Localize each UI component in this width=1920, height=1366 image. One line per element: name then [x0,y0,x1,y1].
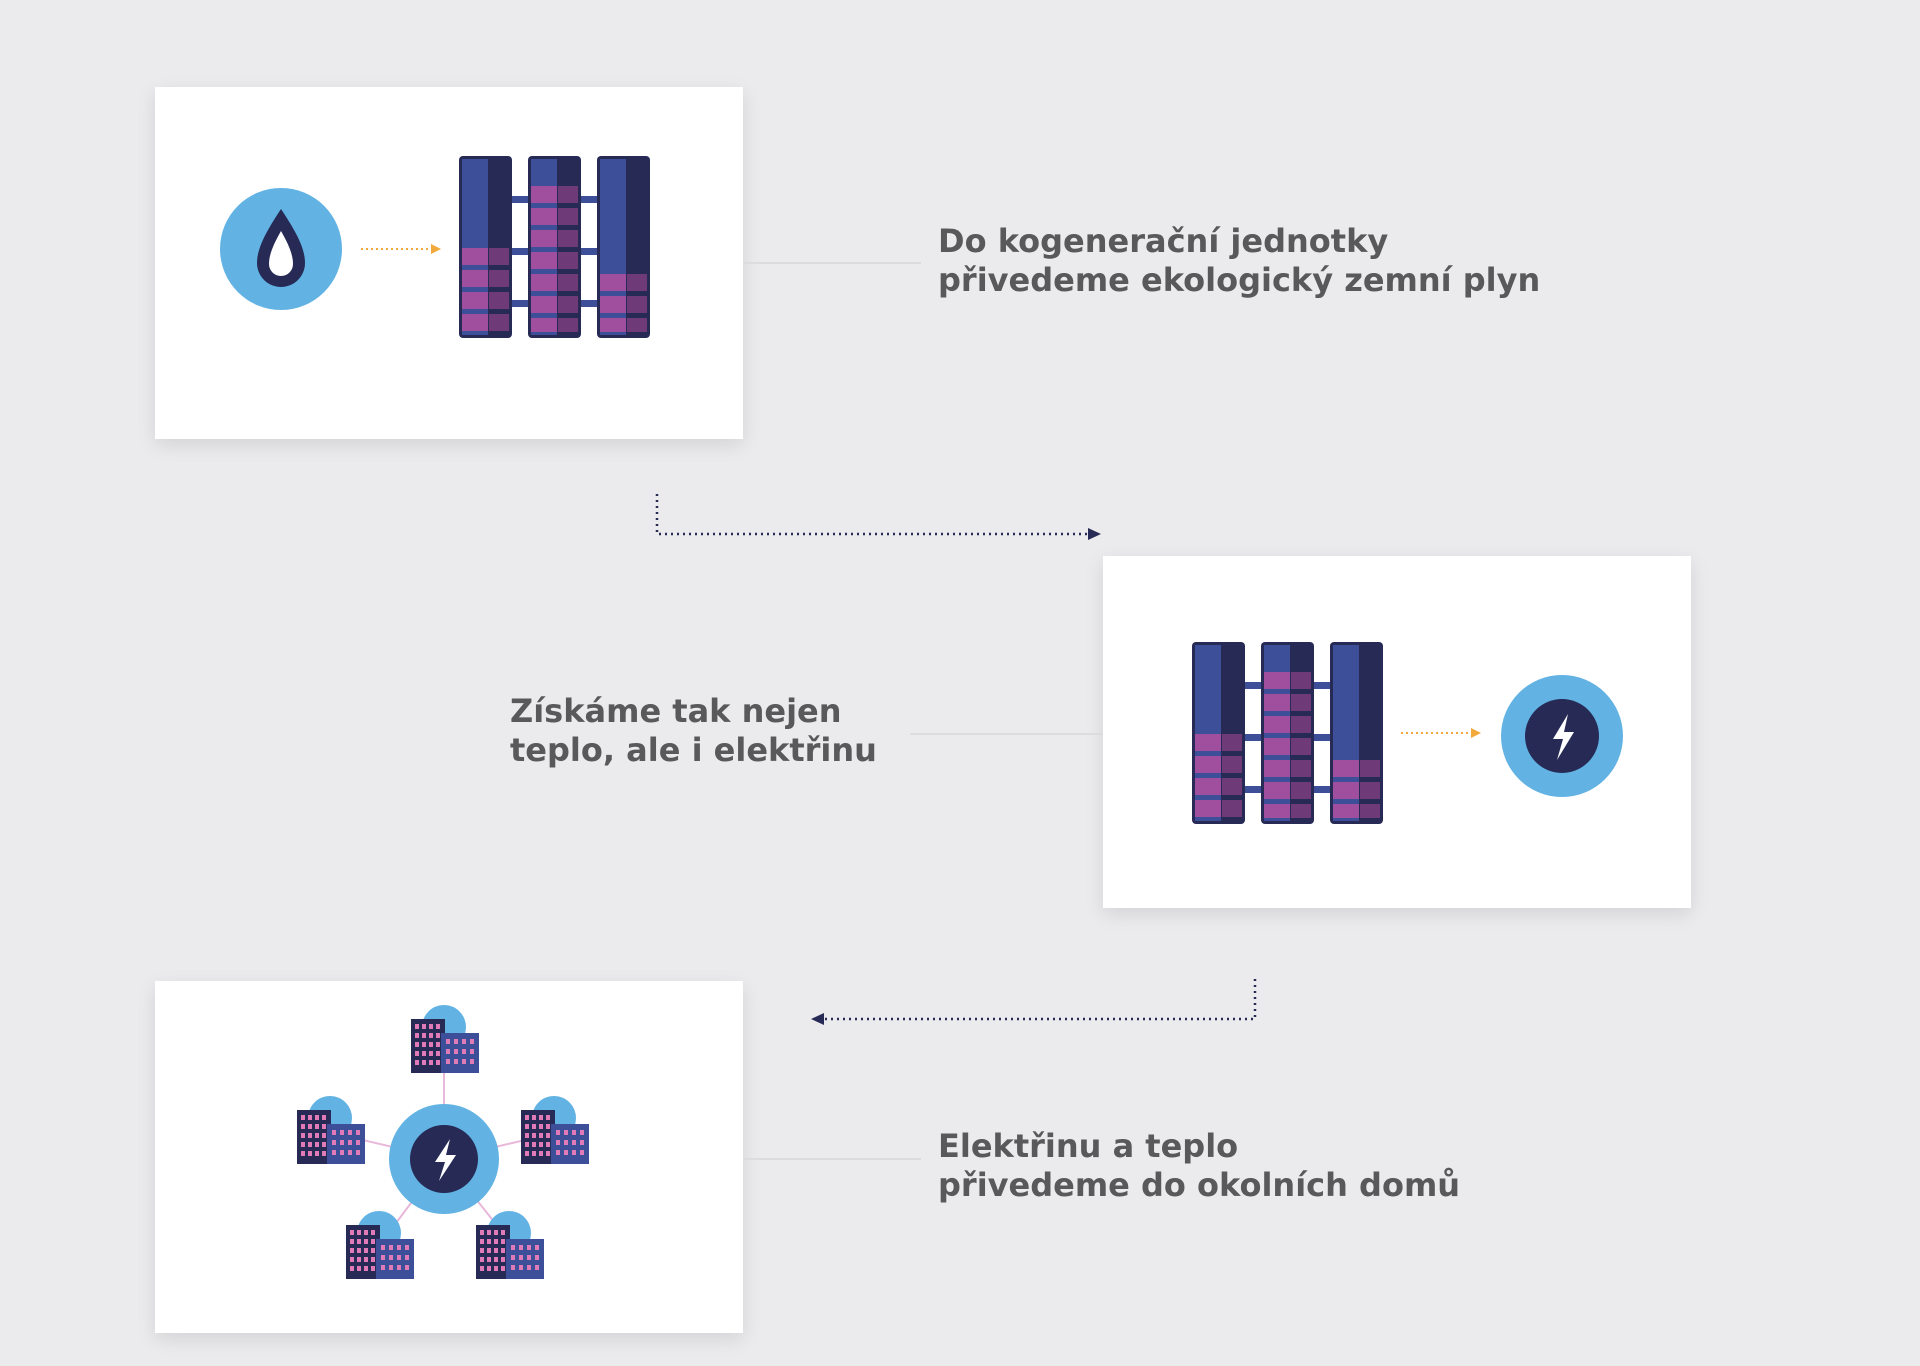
flow-arrow-orange [1401,728,1481,738]
building-icon [411,1005,479,1073]
gas-drop-icon [220,188,342,310]
flow-arrow-orange [361,244,441,254]
step-3-line-2: přivedeme do okolních domů [938,1166,1461,1204]
step-2-text: Získáme tak nejen teplo, ale i elektřinu [510,692,877,770]
lightning-bolt-icon [1501,675,1623,797]
connector-line [743,1158,921,1160]
step-2-line-1: Získáme tak nejen [510,692,842,730]
building-icon [521,1096,589,1164]
connector-line [910,733,1103,735]
step-2-illustration [1192,642,1623,824]
step-1-card [155,87,743,439]
step-3-illustration [297,1005,589,1279]
building-icon [297,1096,365,1164]
cogeneration-unit-icon [1192,642,1383,824]
cogeneration-unit-icon [459,156,650,338]
step-2-line-2: teplo, ale i elektřinu [510,731,877,769]
step-2-card [1103,556,1691,908]
step-3-card [155,981,743,1333]
building-icon [346,1211,414,1279]
step-1-line-1: Do kogenerační jednotky [938,222,1389,260]
step-1-illustration [220,156,650,338]
flow-arrow-left [811,979,1257,1025]
lightning-bolt-icon [389,1104,499,1214]
connector-line [743,262,921,264]
flow-arrow-right [655,494,1101,540]
building-icon [476,1211,544,1279]
step-1-text: Do kogenerační jednotky přivedeme ekolog… [938,222,1540,300]
step-1-line-2: přivedeme ekologický zemní plyn [938,261,1541,299]
step-3-line-1: Elektřinu a teplo [938,1127,1239,1165]
step-3-text: Elektřinu a teplo přivedeme do okolních … [938,1127,1460,1205]
